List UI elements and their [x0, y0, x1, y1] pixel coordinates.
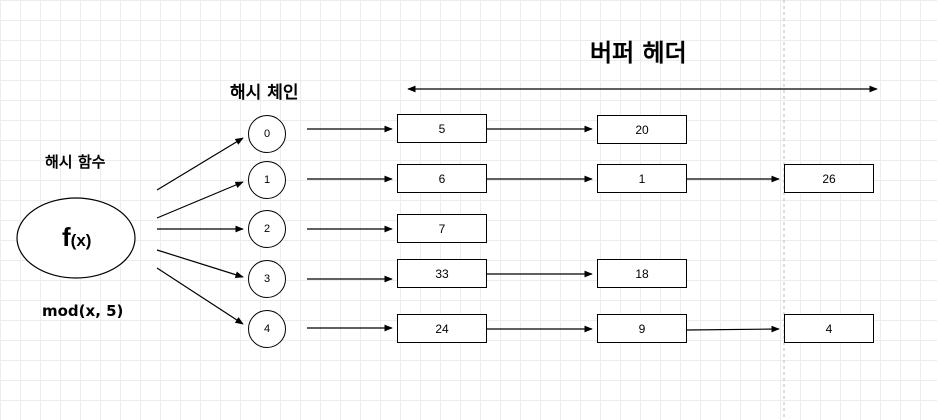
fn-to-bucket-1-arrow	[156, 181, 244, 219]
hash-function-ellipse	[16, 197, 136, 279]
chain-1-node-1: 1	[597, 164, 687, 193]
bucket-3: 3	[248, 260, 286, 298]
hash-chain-title: 해시 체인	[230, 83, 299, 103]
bucket-2: 2	[248, 210, 286, 248]
chain-1-node-0: 6	[397, 164, 487, 193]
hash-function-expression: mod(x, 5)	[42, 302, 124, 320]
hash-function-name: f(x)	[62, 222, 91, 253]
function-sub-text: (x)	[70, 231, 92, 250]
chain-4-node-2: 4	[784, 314, 874, 343]
chain-4-link-2-arrow	[686, 325, 780, 333]
chain-0-node-0: 5	[397, 114, 487, 143]
function-main-text: f	[62, 222, 71, 252]
bucket-0: 0	[248, 115, 286, 153]
chain-0-node-1: 20	[597, 115, 687, 144]
chain-3-node-0: 33	[397, 259, 487, 288]
chain-2-node-0: 7	[397, 214, 487, 243]
chain-3-node-1: 18	[597, 259, 687, 288]
bucket-4: 4	[248, 310, 286, 348]
chain-4-node-1: 9	[597, 314, 687, 343]
bucket-1: 1	[248, 161, 286, 199]
fn-to-bucket-4-arrow	[156, 267, 244, 325]
chain-1-node-2: 26	[784, 164, 874, 193]
hash-function-label: 해시 함수	[45, 153, 106, 171]
chain-4-node-0: 24	[397, 314, 487, 343]
fn-to-bucket-3-arrow	[156, 249, 244, 278]
fn-to-bucket-0-arrow	[156, 137, 244, 191]
buffer-header-title: 버퍼 헤더	[590, 39, 687, 67]
